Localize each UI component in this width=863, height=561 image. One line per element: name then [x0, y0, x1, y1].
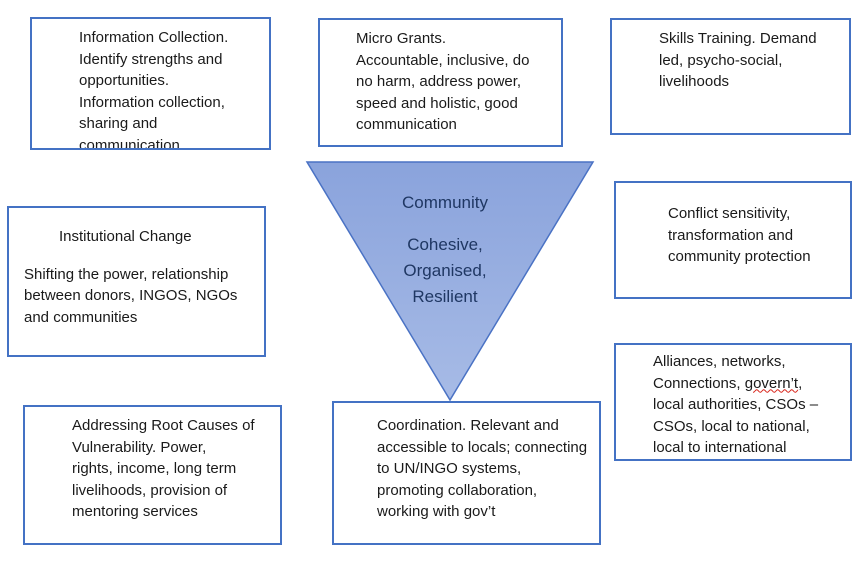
root-causes-text: Addressing Root Causes of Vulnerability.… — [72, 417, 255, 520]
root-causes-box: Addressing Root Causes of Vulnerability.… — [23, 405, 282, 545]
alliances-text: Alliances, networks, Connections, govern… — [653, 351, 846, 459]
alliances-text-end: , local authorities, CSOs – CSOs, local … — [653, 374, 819, 457]
conflict-sensitivity-box: Conflict sensitivity, transformation and… — [614, 181, 852, 299]
micro-grants-text: Micro Grants. Accountable, inclusive, do… — [356, 30, 530, 133]
coordination-box: Coordination. Relevant and accessible to… — [332, 401, 601, 545]
institutional-change-text: Shifting the power, relationship between… — [24, 265, 238, 326]
community-subtitle: Cohesive, Organised, Resilient — [403, 235, 487, 306]
coordination-text: Coordination. Relevant and accessible to… — [377, 417, 588, 520]
institutional-change-title: Institutional Change — [59, 228, 192, 245]
alliances-text-start: Alliances, networks, Connections, — [653, 353, 786, 392]
skills-training-box: Skills Training. Demand led, psycho-soci… — [610, 18, 851, 135]
triangle-shape — [305, 161, 595, 402]
information-collection-box: Information Collection. Identify strengt… — [30, 17, 271, 150]
institutional-change-box: Institutional Change Shifting the power,… — [7, 206, 266, 357]
alliances-box: Alliances, networks, Connections, govern… — [614, 343, 852, 461]
skills-training-text: Skills Training. Demand led, psycho-soci… — [659, 30, 817, 90]
spelling-error-word: govern’t — [744, 374, 799, 392]
information-collection-text: Information Collection. Identify strengt… — [79, 29, 229, 150]
conflict-sensitivity-text: Conflict sensitivity, transformation and… — [668, 205, 811, 265]
community-title: Community — [402, 193, 488, 212]
micro-grants-box: Micro Grants. Accountable, inclusive, do… — [318, 18, 563, 147]
